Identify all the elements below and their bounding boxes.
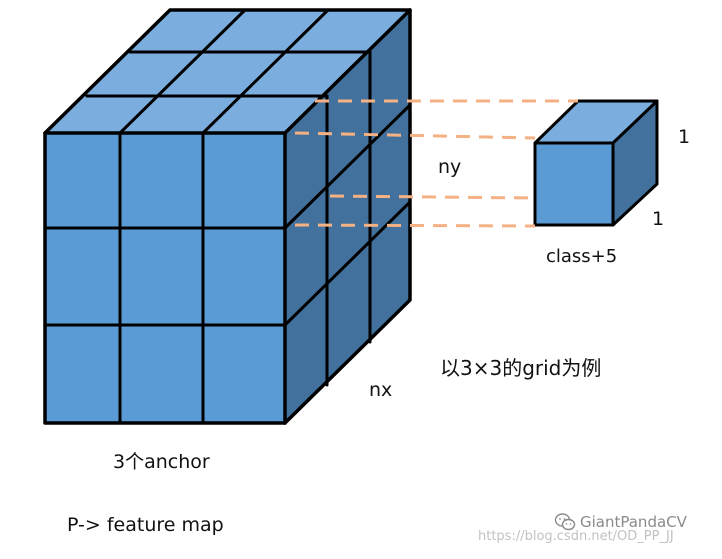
cell-height-label: 1 <box>678 126 691 148</box>
projection-dashed-lines <box>294 99 578 228</box>
cell-cube-top-face <box>535 101 657 143</box>
anchor-count-label: 3个anchor <box>113 451 210 473</box>
cube-side-face <box>285 10 410 423</box>
cube-front-face <box>45 133 285 423</box>
nx-label: nx <box>369 379 393 401</box>
front-grid-lines <box>43 131 287 425</box>
ny-label: ny <box>438 156 462 178</box>
watermark-brand-name: GiantPandaCV <box>580 513 687 531</box>
cell-cube-outline <box>533 99 659 227</box>
top-grid-lines <box>85 8 372 135</box>
watermark-brand: GiantPandaCV <box>554 512 687 532</box>
grid-example-caption: 以3×3的grid为例 <box>440 356 602 380</box>
wechat-icon <box>554 513 576 531</box>
cell-width-label: 1 <box>652 208 665 230</box>
cell-cube-front-face <box>535 143 613 225</box>
cube-top-face <box>45 10 410 133</box>
cell-depth-label: class+5 <box>546 246 618 267</box>
feature-map-caption: P-> feature map <box>67 514 224 536</box>
watermark-url: https://blog.csdn.net/OD_PP_JJ <box>478 529 674 544</box>
cube-outline <box>43 8 412 425</box>
